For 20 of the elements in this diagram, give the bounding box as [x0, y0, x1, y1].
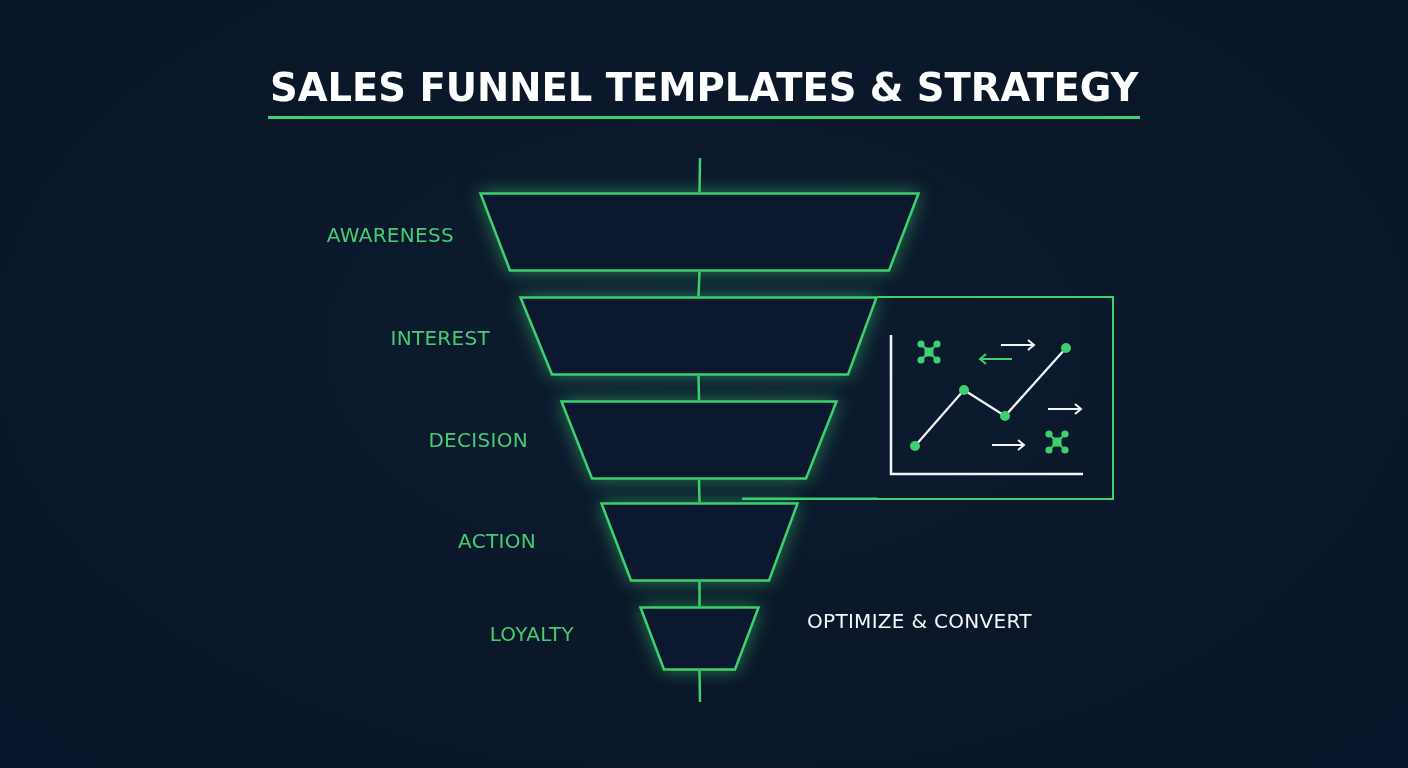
funnel-segment [600, 502, 799, 582]
funnel-segment [560, 400, 838, 480]
connector-line [698, 582, 701, 606]
stage-label: AWARENESS [326, 223, 454, 247]
connector-line [697, 375, 701, 401]
callout-panel [878, 296, 1114, 500]
connector-line [697, 479, 701, 503]
funnel-segment [519, 296, 878, 376]
funnel-segment [639, 606, 760, 671]
title-heading: SALES FUNNEL TEMPLATES & STRATEGY [268, 66, 1141, 119]
connector-line [698, 158, 702, 192]
stage-label: INTEREST [390, 326, 490, 350]
funnel-segment [479, 192, 920, 272]
connector-line [697, 271, 701, 297]
tagline-text: OPTIMIZE & CONVERT [807, 608, 1032, 634]
stage-label: LOYALTY [489, 622, 574, 646]
connector-line [742, 497, 878, 500]
stage-label: DECISION [428, 428, 528, 452]
connector-line [698, 670, 702, 703]
stage-label: ACTION [458, 529, 536, 553]
